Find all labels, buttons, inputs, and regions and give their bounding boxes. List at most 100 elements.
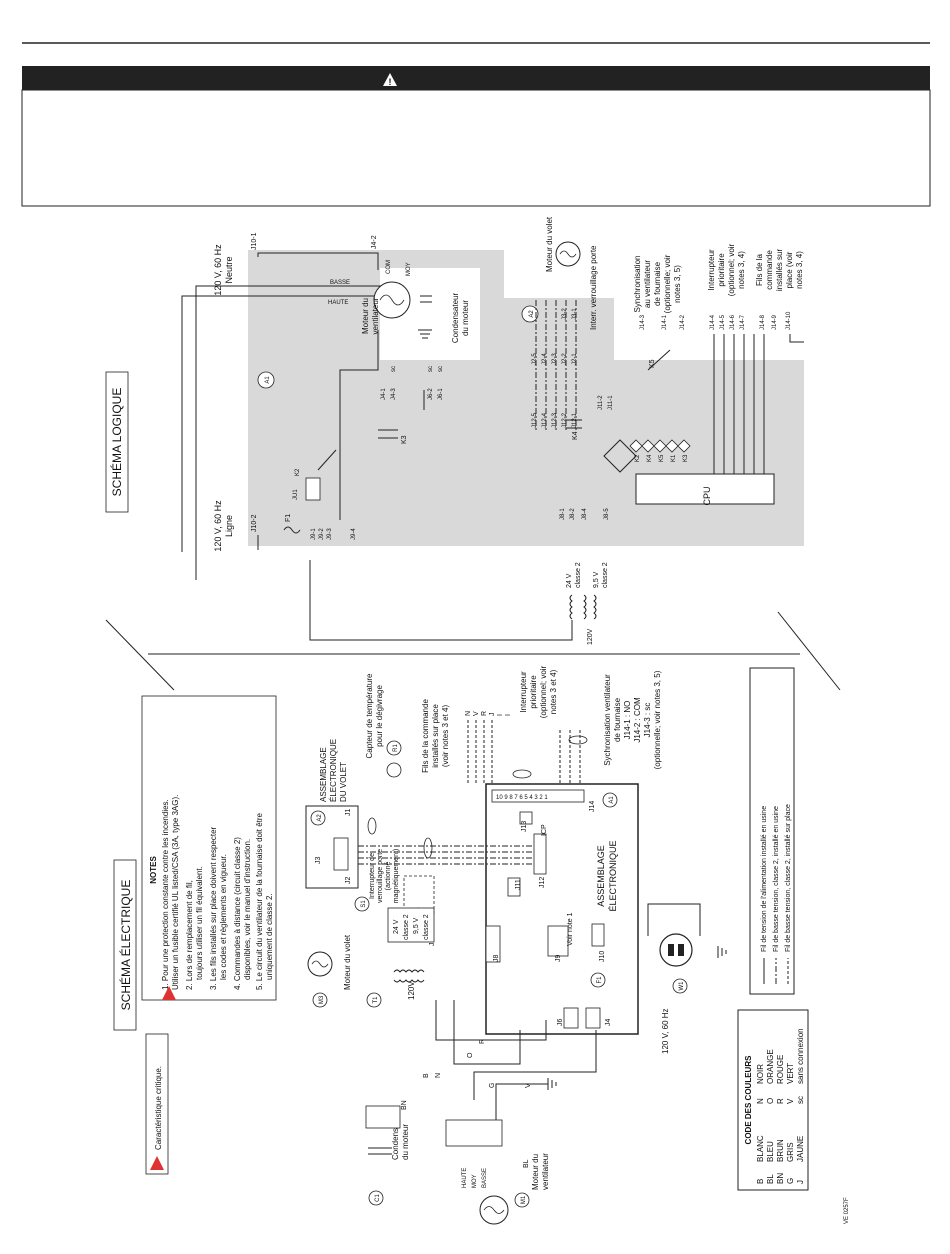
j1-cable-loop bbox=[367, 817, 377, 835]
name-v: VERT bbox=[786, 1063, 795, 1084]
cpu-box bbox=[635, 473, 775, 505]
k5-coil bbox=[653, 439, 667, 453]
wire-g-1: G bbox=[489, 1083, 496, 1088]
name-sc: sans connexion bbox=[796, 1028, 805, 1084]
neutral-supply-line2: Neutre bbox=[224, 256, 234, 283]
wire-n-1: N bbox=[435, 1073, 442, 1078]
m3-sine-icon bbox=[311, 960, 329, 968]
j14-10-wire bbox=[789, 334, 804, 343]
coil-k2-label: K2 bbox=[635, 454, 641, 462]
w1-label: W1 bbox=[679, 981, 685, 991]
electric-title-box bbox=[113, 859, 137, 1031]
note-4a: 4. Commandes à distance (circuit classe … bbox=[233, 837, 242, 990]
plug-symbol bbox=[659, 933, 693, 967]
temp-sensor-1: Capteur de température bbox=[365, 673, 374, 758]
tr-secondary-box bbox=[387, 907, 435, 943]
wire-bl-1: BL bbox=[523, 1159, 530, 1168]
electric-schematic: SCHÉMA ÉLECTRIQUE Caractéristique critiq… bbox=[113, 665, 727, 1225]
j4-3-label: J4-3 bbox=[391, 388, 397, 400]
name-n: NOIR bbox=[756, 1064, 765, 1084]
j9-2-label: J9-2 bbox=[319, 528, 325, 540]
main-board bbox=[485, 783, 639, 1035]
warning-triangle-icon bbox=[383, 73, 397, 86]
f1-label: F1 bbox=[285, 514, 292, 522]
note-5a: 5. Le circuit du ventilateur de la fourn… bbox=[255, 812, 264, 990]
tr-coil-a bbox=[569, 594, 573, 620]
j2-3-label: J2-3 bbox=[552, 353, 558, 365]
j14-connector bbox=[491, 789, 585, 803]
logic-schematic: SCHÉMA LOGIQUE 120 V, 60 Hz Neutre 120 V… bbox=[105, 216, 804, 645]
fuse-icon bbox=[283, 526, 301, 534]
a1-badge bbox=[257, 371, 275, 389]
coil-k4-label: K4 bbox=[647, 454, 653, 462]
el-fan-1: Moteur du bbox=[531, 1154, 540, 1190]
critical-label: Caractéristique critique. bbox=[154, 1066, 163, 1150]
j11-1-label: J11-1 bbox=[608, 395, 614, 410]
c1-label: C1 bbox=[375, 1194, 381, 1202]
el-j10-label: J10 bbox=[599, 951, 606, 962]
c1-badge bbox=[368, 1190, 384, 1206]
j10-connector bbox=[591, 923, 605, 947]
code-v: V bbox=[786, 1098, 795, 1104]
j12-5-label: J12-5 bbox=[532, 412, 538, 428]
k3-label: K3 bbox=[401, 435, 408, 444]
wire-bn-1: BN bbox=[401, 1100, 408, 1110]
line-supply-line2: Ligne bbox=[224, 515, 234, 537]
field-cable-loop bbox=[512, 769, 532, 779]
note-1a: 1. Pour une protection constante contre … bbox=[161, 799, 170, 990]
code-n: N bbox=[756, 1098, 765, 1104]
j14-9-label: J14-9 bbox=[772, 314, 778, 330]
j8-4-label: J8-4 bbox=[582, 508, 588, 520]
j8-1-label: J8-1 bbox=[560, 508, 566, 520]
el-priority-1: Interrupteur bbox=[519, 671, 528, 713]
temp-sensor-2: pour le dégivrage bbox=[375, 685, 384, 747]
j14-7-label: J14-7 bbox=[740, 314, 746, 330]
j12-3-label: J12-3 bbox=[552, 412, 558, 428]
logic-field-4: place (voir bbox=[785, 251, 794, 288]
name-j: JAUNE bbox=[796, 1136, 805, 1162]
j8-2-label: J8-2 bbox=[570, 508, 576, 520]
j10-2-label: J10-2 bbox=[251, 514, 258, 532]
door-switch-1: Interrupteur de bbox=[369, 853, 376, 899]
code-b: B bbox=[756, 1179, 765, 1184]
note-1-critical-icon bbox=[162, 986, 176, 1000]
wire-type-2: Fil de basse tension, classe 2, installé… bbox=[773, 806, 780, 952]
el-j2-label: J2 bbox=[345, 877, 352, 885]
j9-4-label: J9-4 bbox=[351, 528, 357, 540]
main-assembly-2: ÉLECTRONIQUE bbox=[608, 840, 618, 911]
el-sync-6: (optionnelle; voir notes 3, 5) bbox=[653, 670, 662, 769]
coil-k1-label: K1 bbox=[671, 454, 677, 462]
name-b: BLANC bbox=[756, 1135, 765, 1162]
el-sync-5: J14-3 : sc bbox=[643, 703, 652, 738]
el-icp-label: ICP bbox=[541, 824, 548, 836]
code-bn: BN bbox=[776, 1173, 785, 1184]
el-tr-class2b: classe 2 bbox=[423, 914, 430, 940]
field-wires-3: (voir notes 3 et 4) bbox=[441, 705, 450, 768]
field-code-v: V bbox=[473, 711, 480, 716]
el-sync-2: de fournaise bbox=[613, 697, 622, 742]
k2-label: K2 bbox=[295, 468, 301, 476]
logic-priority-1: Interrupteur bbox=[707, 249, 716, 291]
j4-connector bbox=[585, 1007, 601, 1029]
cap-terminal-block bbox=[365, 1105, 401, 1129]
j4-2-label: J4-2 bbox=[371, 235, 378, 249]
name-r: ROUGE bbox=[776, 1055, 785, 1084]
k4-coil bbox=[641, 439, 655, 453]
j2-1-label: J2-1 bbox=[572, 353, 578, 365]
haute-wire bbox=[181, 295, 404, 552]
j9-1-label: J9-1 bbox=[311, 528, 317, 540]
w1-badge bbox=[672, 978, 688, 994]
el-j9-label: J9 bbox=[555, 955, 562, 963]
wire-v-1: V bbox=[525, 1083, 532, 1088]
warning-mark: ! bbox=[389, 77, 392, 87]
logic-tr-24v: 24 V bbox=[566, 573, 573, 588]
note-1b: Utiliser un fusible certifié UL listed/C… bbox=[171, 795, 180, 990]
k3-coil bbox=[677, 439, 691, 453]
el-sync-1: Sychronisation ventilateur bbox=[603, 674, 612, 766]
tr-primary-wire bbox=[309, 560, 573, 641]
j6-connector bbox=[563, 1007, 579, 1029]
a1-board-shade bbox=[248, 360, 804, 546]
logic-title: SCHÉMA LOGIQUE bbox=[109, 388, 124, 497]
motor-sine-icon bbox=[379, 294, 405, 306]
